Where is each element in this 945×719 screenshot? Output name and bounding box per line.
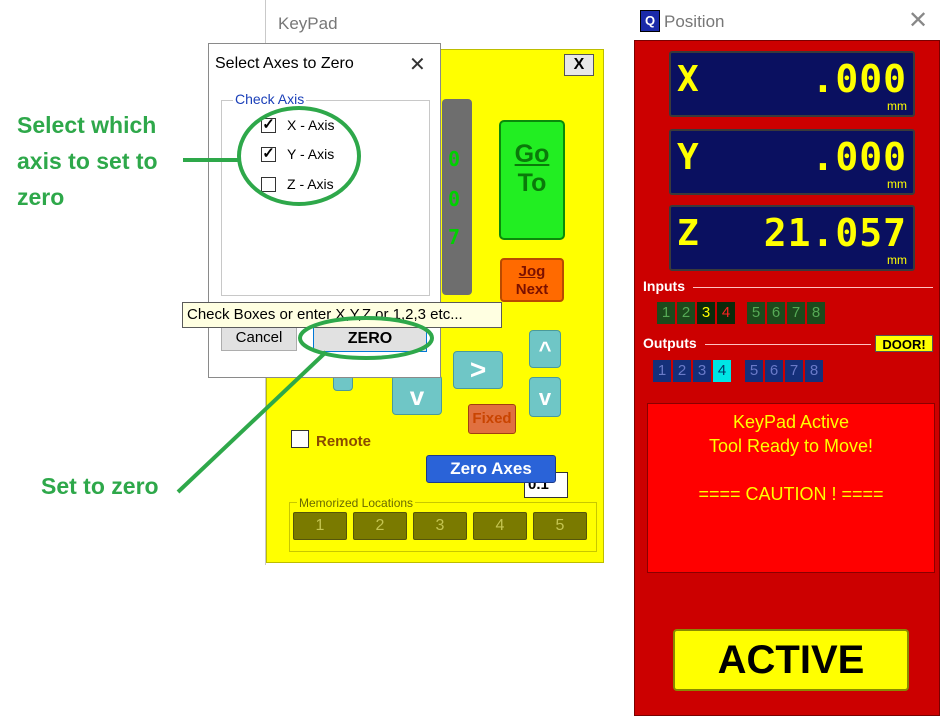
outputs-label: Outputs: [643, 335, 697, 351]
keypad-title: KeyPad: [278, 14, 338, 33]
dro-axis-label: Z: [677, 213, 699, 254]
dro-value: 21.057: [763, 211, 907, 255]
annotation-set-zero: Set to zero: [41, 473, 159, 499]
dro-y: Y .000 mm: [669, 129, 915, 195]
input-led: 1: [657, 302, 675, 324]
annotation-line: Select which: [17, 112, 157, 138]
output-led: 4: [713, 360, 731, 382]
jog-next-label-line2: Next: [515, 281, 549, 298]
dro-x: X .000 mm: [669, 51, 915, 117]
dro-value: .000: [811, 135, 907, 179]
jog-z-up-button[interactable]: ^: [529, 330, 561, 368]
status-line: ==== CAUTION ! ====: [698, 484, 884, 504]
position-window: Q Position ✕ X .000 mm Y .000 mm Z 21.05…: [632, 0, 945, 719]
check-axis-group: [221, 100, 430, 296]
status-line: KeyPad Active: [732, 412, 850, 432]
annotation-line: zero: [17, 184, 65, 210]
dro-digit: 0: [448, 187, 461, 211]
annotation-line: axis to set to: [17, 148, 158, 174]
jog-right-button[interactable]: >: [453, 351, 503, 389]
dialog-title: Select Axes to Zero: [215, 55, 354, 72]
annotation-select-axis: Select which axis to set to zero: [17, 107, 158, 215]
divider: [693, 287, 933, 288]
tooltip: Check Boxes or enter X,Y,Z or 1,2,3 etc.…: [182, 302, 502, 328]
output-led: 3: [693, 360, 711, 382]
y-axis-checkbox[interactable]: ✓: [261, 145, 276, 162]
x-axis-label: X - Axis: [287, 117, 335, 133]
zero-button[interactable]: ZERO: [313, 326, 427, 352]
output-led: 6: [765, 360, 783, 382]
inputs-label: Inputs: [643, 278, 685, 294]
position-panel: X .000 mm Y .000 mm Z 21.057 mm Inputs 1…: [634, 40, 940, 716]
jog-next-label-line1: Jog: [518, 263, 546, 280]
dro-digit: 7: [448, 225, 461, 249]
goto-label-line2: To: [517, 169, 547, 197]
output-led: 2: [673, 360, 691, 382]
dro-unit: mm: [887, 177, 907, 191]
jog-z-down-button[interactable]: v: [529, 377, 561, 417]
y-axis-label: Y - Axis: [287, 146, 335, 162]
jog-next-button[interactable]: Jog Next: [500, 258, 564, 302]
dro-axis-label: X: [677, 59, 699, 100]
app-icon: Q: [640, 10, 660, 32]
z-axis-label: Z - Axis: [287, 176, 334, 192]
memorized-locations-label: Memorized Locations: [297, 496, 416, 510]
dro-unit: mm: [887, 253, 907, 267]
x-axis-checkbox[interactable]: ✓: [261, 116, 276, 133]
output-led: 8: [805, 360, 823, 382]
memorized-location-button[interactable]: 2: [353, 512, 407, 540]
dro-z: Z 21.057 mm: [669, 205, 915, 271]
input-led: 4: [717, 302, 735, 324]
position-title: Position: [664, 12, 725, 31]
goto-label-line1: Go: [514, 140, 550, 168]
dro-axis-label: Y: [677, 137, 699, 178]
remote-checkbox[interactable]: [291, 430, 309, 448]
close-icon[interactable]: ✕: [908, 7, 929, 34]
output-led: 7: [785, 360, 803, 382]
dro-value: .000: [811, 57, 907, 101]
output-led: 5: [745, 360, 763, 382]
remote-label: Remote: [316, 433, 372, 450]
keypad-dro-display: 0 0 7: [442, 99, 472, 295]
dro-unit: mm: [887, 99, 907, 113]
input-led: 3: [697, 302, 715, 324]
memorized-location-button[interactable]: 5: [533, 512, 587, 540]
keypad-close-button[interactable]: X: [564, 54, 594, 76]
input-led: 2: [677, 302, 695, 324]
input-led: 5: [747, 302, 765, 324]
dro-digit: 0: [448, 147, 461, 171]
input-led: 7: [787, 302, 805, 324]
close-icon[interactable]: ✕: [409, 54, 426, 76]
check-axis-label: Check Axis: [233, 91, 307, 107]
fixed-step-button[interactable]: Fixed: [468, 404, 516, 434]
goto-button[interactable]: Go To: [499, 120, 565, 240]
status-message-panel: KeyPad Active Tool Ready to Move! ==== C…: [647, 403, 935, 573]
memorized-location-button[interactable]: 3: [413, 512, 467, 540]
zero-axes-button[interactable]: Zero Axes: [426, 455, 556, 483]
status-line: [648, 458, 934, 482]
jog-y-minus-button[interactable]: v: [392, 375, 442, 415]
cancel-button[interactable]: Cancel: [221, 325, 297, 351]
door-status-badge: DOOR!: [875, 335, 933, 352]
divider: [705, 344, 871, 345]
memorized-location-button[interactable]: 1: [293, 512, 347, 540]
input-led: 8: [807, 302, 825, 324]
z-axis-checkbox[interactable]: [261, 177, 276, 192]
memorized-locations-group: [289, 502, 597, 552]
input-led: 6: [767, 302, 785, 324]
status-line: Tool Ready to Move!: [708, 436, 874, 456]
output-led: 1: [653, 360, 671, 382]
memorized-location-button[interactable]: 4: [473, 512, 527, 540]
active-button[interactable]: ACTIVE: [673, 629, 909, 691]
